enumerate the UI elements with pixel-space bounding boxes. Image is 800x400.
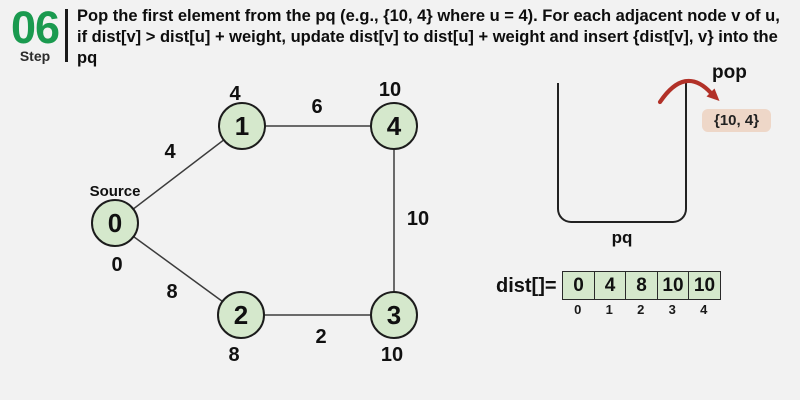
node-1-circle	[218, 102, 266, 150]
dist-index-3: 3	[668, 302, 676, 317]
edge-weight-label-2-3: 2	[315, 326, 326, 348]
dist-cell-2: 8	[625, 271, 658, 300]
pop-arrow-icon	[657, 78, 720, 105]
node-4-circle	[370, 102, 418, 150]
node-0: 0 0	[91, 199, 139, 276]
dist-index-2: 2	[637, 302, 645, 317]
step-block: 06 Step	[8, 2, 62, 64]
node-1: 1 4	[218, 83, 266, 150]
step-label: Step	[19, 48, 51, 64]
dist-array-indices: 0 1 2 3 4	[562, 302, 720, 317]
step-number: 06	[10, 2, 60, 53]
dist-index-4: 4	[700, 302, 708, 317]
pq-container	[557, 83, 687, 223]
node-2: 2 8	[217, 291, 265, 366]
pop-label: pop	[712, 62, 747, 83]
node-0-circle	[91, 199, 139, 247]
node-2-circle	[217, 291, 265, 339]
dist-cell-3: 10	[656, 271, 690, 300]
header-divider	[65, 9, 68, 62]
pq-label: pq	[611, 228, 633, 247]
node-1-label: 1	[235, 111, 249, 141]
dist-cell-4: 10	[688, 271, 721, 300]
node-2-dist-label: 8	[228, 344, 239, 366]
dist-index-1: 1	[605, 302, 613, 317]
dist-array: 0 4 8 10 10	[562, 271, 721, 300]
graph-canvas: 4 6 8 2 10 Source 0 0 1 4 2 8 3 10 4	[90, 79, 430, 366]
source-label: Source	[90, 183, 141, 200]
edge-weight-label-1-4: 6	[311, 96, 322, 118]
node-4-label: 4	[387, 111, 402, 141]
node-0-label: 0	[108, 208, 122, 238]
node-3: 3 10	[370, 291, 418, 366]
node-1-dist-label: 4	[229, 83, 241, 105]
node-4: 4 10	[370, 79, 418, 150]
node-0-dist-label: 0	[111, 254, 122, 276]
graph-edges	[114, 125, 395, 316]
edge-weight-label-0-2: 8	[166, 281, 177, 303]
dist-index-0: 0	[574, 302, 582, 317]
dist-cell-1: 4	[593, 271, 627, 300]
step-description: Pop the first element from the pq (e.g.,…	[77, 7, 780, 67]
node-2-label: 2	[234, 300, 248, 330]
node-3-dist-label: 10	[381, 344, 403, 366]
edge-0-1	[114, 125, 243, 224]
dist-cell-0: 0	[562, 271, 595, 300]
popped-item-chip: {10, 4}	[702, 109, 772, 132]
node-3-circle	[370, 291, 418, 339]
edge-0-2	[114, 222, 242, 316]
edge-weight-label-4-3: 10	[407, 208, 429, 230]
node-4-dist-label: 10	[379, 79, 401, 101]
edge-weight-label-0-1: 4	[164, 141, 176, 163]
node-3-label: 3	[387, 300, 401, 330]
dist-array-label: dist[]=	[496, 275, 557, 297]
